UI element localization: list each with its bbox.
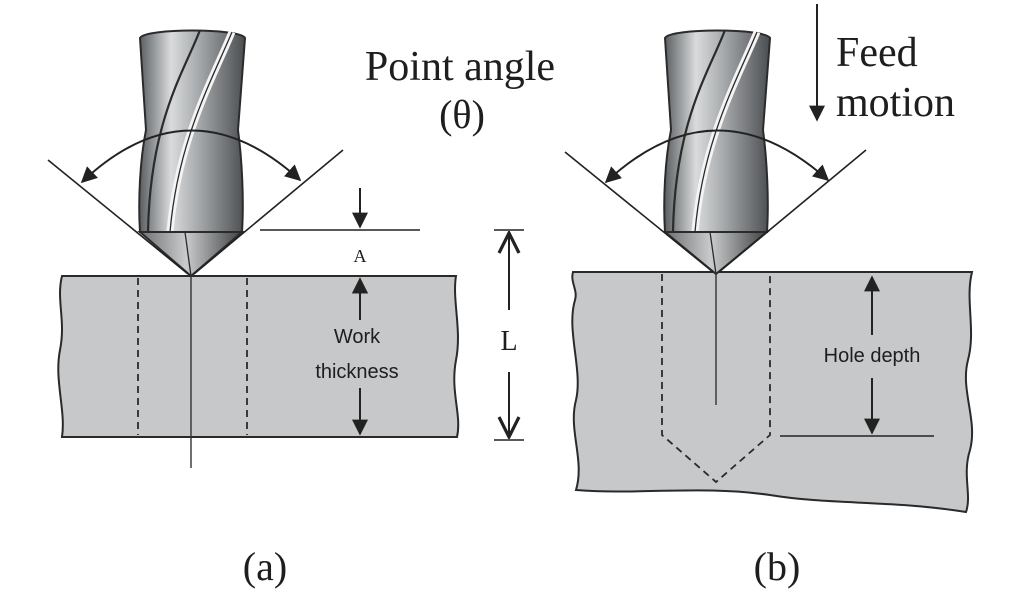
caption-b: (b) (754, 544, 801, 589)
hole-depth-label: Hole depth (824, 345, 921, 367)
thickness-label: thickness (315, 361, 398, 383)
angle-line-left-b (564, 151, 714, 273)
dim-l-label: L (500, 326, 517, 357)
feed-label: Feed (836, 30, 918, 76)
angle-arc-a (80, 129, 302, 184)
angle-line-right-b (718, 149, 867, 273)
angle-line-left-a (47, 159, 189, 275)
motion-label: motion (836, 80, 955, 126)
caption-a: (a) (243, 544, 287, 589)
workpiece-b (571, 271, 974, 514)
drill-bit-a (137, 29, 247, 278)
point-angle-label: Point angle (365, 44, 555, 90)
panel-b: Feed motion Hole depth (b) (564, 4, 974, 589)
drill-bit-b (662, 29, 772, 276)
workpiece-a (57, 275, 460, 438)
hole-outline-b (661, 274, 771, 484)
dim-a-label: A (354, 246, 367, 266)
theta-label: (θ) (439, 92, 485, 137)
angle-arc-b (604, 129, 830, 184)
panel-a: Point angle (θ) A L Work thickness (a) (47, 29, 555, 589)
work-label: Work (334, 326, 381, 348)
angle-line-right-a (193, 149, 344, 275)
